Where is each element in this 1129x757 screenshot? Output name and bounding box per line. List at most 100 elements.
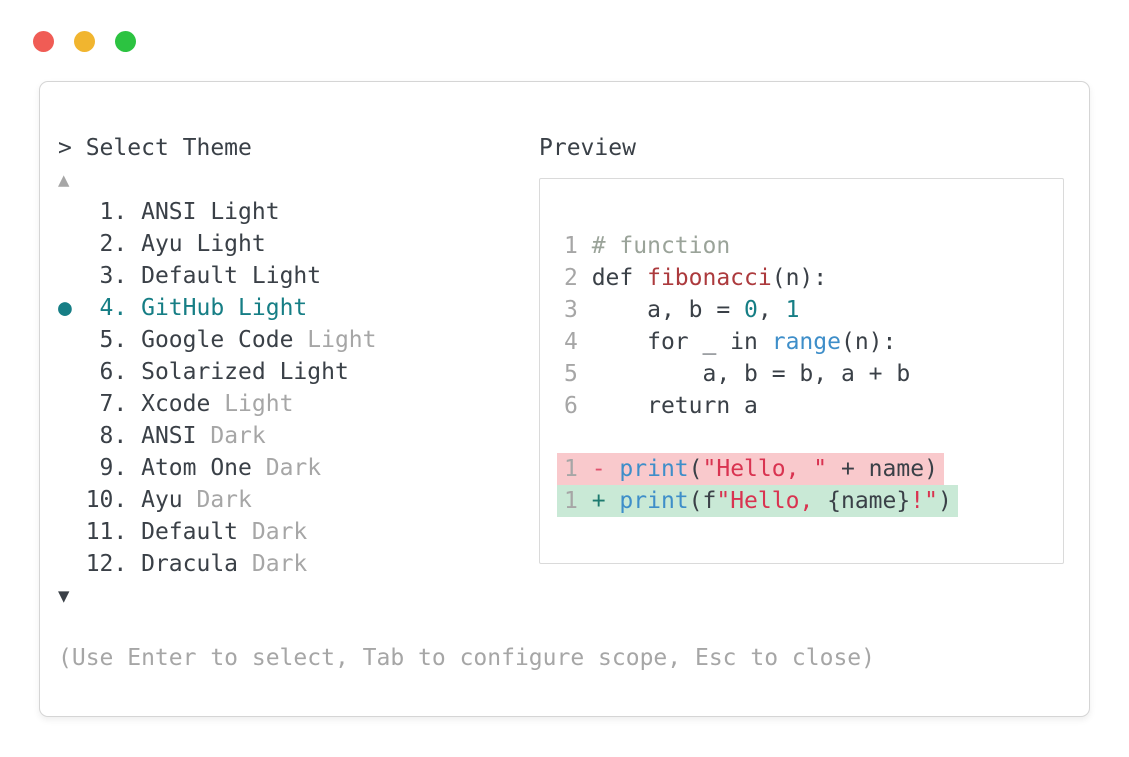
item-number: 3. [58, 263, 142, 289]
code-token-builtin: print [619, 488, 689, 514]
code-token-plain: ( [688, 456, 703, 482]
item-name: Dracula [141, 551, 252, 577]
item-name: Solarized Light [141, 359, 349, 385]
diff-minus-sign: - [591, 456, 620, 482]
code-token-plain: {name} [827, 488, 911, 514]
item-variant: Dark [196, 487, 252, 513]
item-name: Ayu [141, 487, 197, 513]
code-token-string: "Hello, " [702, 456, 828, 482]
preview-label: Preview [539, 135, 636, 161]
line-number: 4 [564, 329, 592, 355]
item-number: 4. [71, 295, 142, 321]
selected-dot-icon: ● [58, 295, 72, 321]
theme-item-dracula-dark[interactable]: 12. Dracula Dark [58, 548, 377, 580]
code-tokens: return a [592, 393, 758, 419]
code-line-1: 1 # function [564, 230, 1063, 262]
item-number: 11. [58, 519, 142, 545]
theme-item-ayu-light[interactable]: 2. Ayu Light [58, 228, 377, 260]
line-number: 1 [564, 233, 592, 259]
diff-plus-sign: + [591, 488, 620, 514]
theme-item-atom-one-dark[interactable]: 9. Atom One Dark [58, 452, 377, 484]
code-line-3: 3 a, b = 0, 1 [564, 294, 1063, 326]
prompt-title: Select Theme [85, 135, 252, 161]
theme-item-github-light[interactable]: ● 4. GitHub Light [58, 292, 377, 324]
item-name: Ayu Light [141, 231, 266, 257]
close-button[interactable] [33, 31, 54, 52]
code-tokens: # function [592, 233, 730, 259]
select-theme-prompt: > Select Theme [58, 132, 377, 164]
code-line-6: 6 return a [564, 390, 1063, 422]
item-number: 2. [58, 231, 142, 257]
code-tokens: for _ in range(n): [591, 329, 897, 355]
code-tokens: print("Hello, " + name) [619, 456, 938, 482]
item-name: ANSI [141, 423, 211, 449]
code-token-plain: return a [591, 393, 758, 419]
preview-pane: 1 # function 2 def fibonacci(n): 3 a, b … [539, 178, 1064, 564]
item-name: Google Code [141, 327, 308, 353]
line-number: 1 [564, 456, 592, 482]
code-token-builtin: print [619, 456, 689, 482]
code-token-comment: # function [591, 233, 731, 259]
code-tokens: def fibonacci(n): [592, 265, 827, 291]
scroll-up-icon[interactable]: ▲ [58, 169, 70, 191]
code-token-number: 1 [785, 297, 800, 323]
code-line-5: 5 a, b = b, a + b [564, 358, 1063, 390]
code-token-plain: , [757, 297, 786, 323]
theme-list: > Select Theme ▲ 1. ANSI Light 2. Ayu Li… [58, 132, 377, 612]
theme-item-ansi-light[interactable]: 1. ANSI Light [58, 196, 377, 228]
diff-line-added: 1 + print(f"Hello, {name}!") [557, 485, 1063, 517]
code-token-plain: + name) [827, 456, 938, 482]
code-token-func: fibonacci [647, 265, 772, 291]
line-number: 6 [564, 393, 592, 419]
code-token-plain: (f [688, 488, 717, 514]
line-number: 5 [564, 361, 592, 387]
item-number: 6. [58, 359, 142, 385]
code-token-plain: for _ in [591, 329, 772, 355]
code-tokens: a, b = b, a + b [591, 361, 911, 387]
line-number: 1 [564, 488, 592, 514]
theme-item-ayu-dark[interactable]: 10. Ayu Dark [58, 484, 377, 516]
code-tokens: print(f"Hello, {name}!") [619, 488, 951, 514]
theme-item-ansi-dark[interactable]: 8. ANSI Dark [58, 420, 377, 452]
maximize-button[interactable] [115, 31, 136, 52]
code-token-plain: (n): [771, 265, 828, 291]
item-name: Default [141, 519, 252, 545]
code-token-string: "Hello, [716, 488, 828, 514]
code-line-2: 2 def fibonacci(n): [564, 262, 1063, 294]
item-variant: Light [307, 327, 377, 353]
theme-item-google-code-light[interactable]: 5. Google Code Light [58, 324, 377, 356]
theme-item-default-dark[interactable]: 11. Default Dark [58, 516, 377, 548]
theme-item-default-light[interactable]: 3. Default Light [58, 260, 377, 292]
code-token-plain: a, b = b, a + b [591, 361, 911, 387]
code-token-plain: ) [937, 488, 952, 514]
code-token-number: 0 [744, 297, 758, 323]
item-name: Xcode [141, 391, 225, 417]
item-number: 1. [58, 199, 142, 225]
code-tokens: a, b = 0, 1 [591, 297, 800, 323]
item-name: Default Light [141, 263, 322, 289]
item-number: 5. [58, 327, 142, 353]
theme-item-solarized-light[interactable]: 6. Solarized Light [58, 356, 377, 388]
code-token-plain: def [591, 265, 648, 291]
removed-line-highlight: 1 - print("Hello, " + name) [557, 453, 944, 485]
item-variant: Light [224, 391, 294, 417]
diff-line-removed: 1 - print("Hello, " + name) [557, 453, 1063, 485]
item-variant: Dark [251, 551, 308, 577]
code-token-plain: a, b = [591, 297, 745, 323]
added-line-highlight: 1 + print(f"Hello, {name}!") [557, 485, 958, 517]
code-line-4: 4 for _ in range(n): [564, 326, 1063, 358]
item-variant: Dark [265, 455, 322, 481]
item-number: 12. [58, 551, 142, 577]
window-controls [33, 31, 136, 52]
theme-item-xcode-light[interactable]: 7. Xcode Light [58, 388, 377, 420]
item-variant: Dark [251, 519, 308, 545]
scroll-down-icon[interactable]: ▼ [58, 585, 70, 607]
minimize-button[interactable] [74, 31, 95, 52]
item-number: 9. [58, 455, 142, 481]
code-token-plain: (n): [840, 329, 897, 355]
item-number: 7. [58, 391, 142, 417]
item-name: Atom One [141, 455, 266, 481]
item-number: 10. [58, 487, 142, 513]
prompt-marker: > [58, 135, 86, 161]
help-text: (Use Enter to select, Tab to configure s… [58, 645, 875, 671]
